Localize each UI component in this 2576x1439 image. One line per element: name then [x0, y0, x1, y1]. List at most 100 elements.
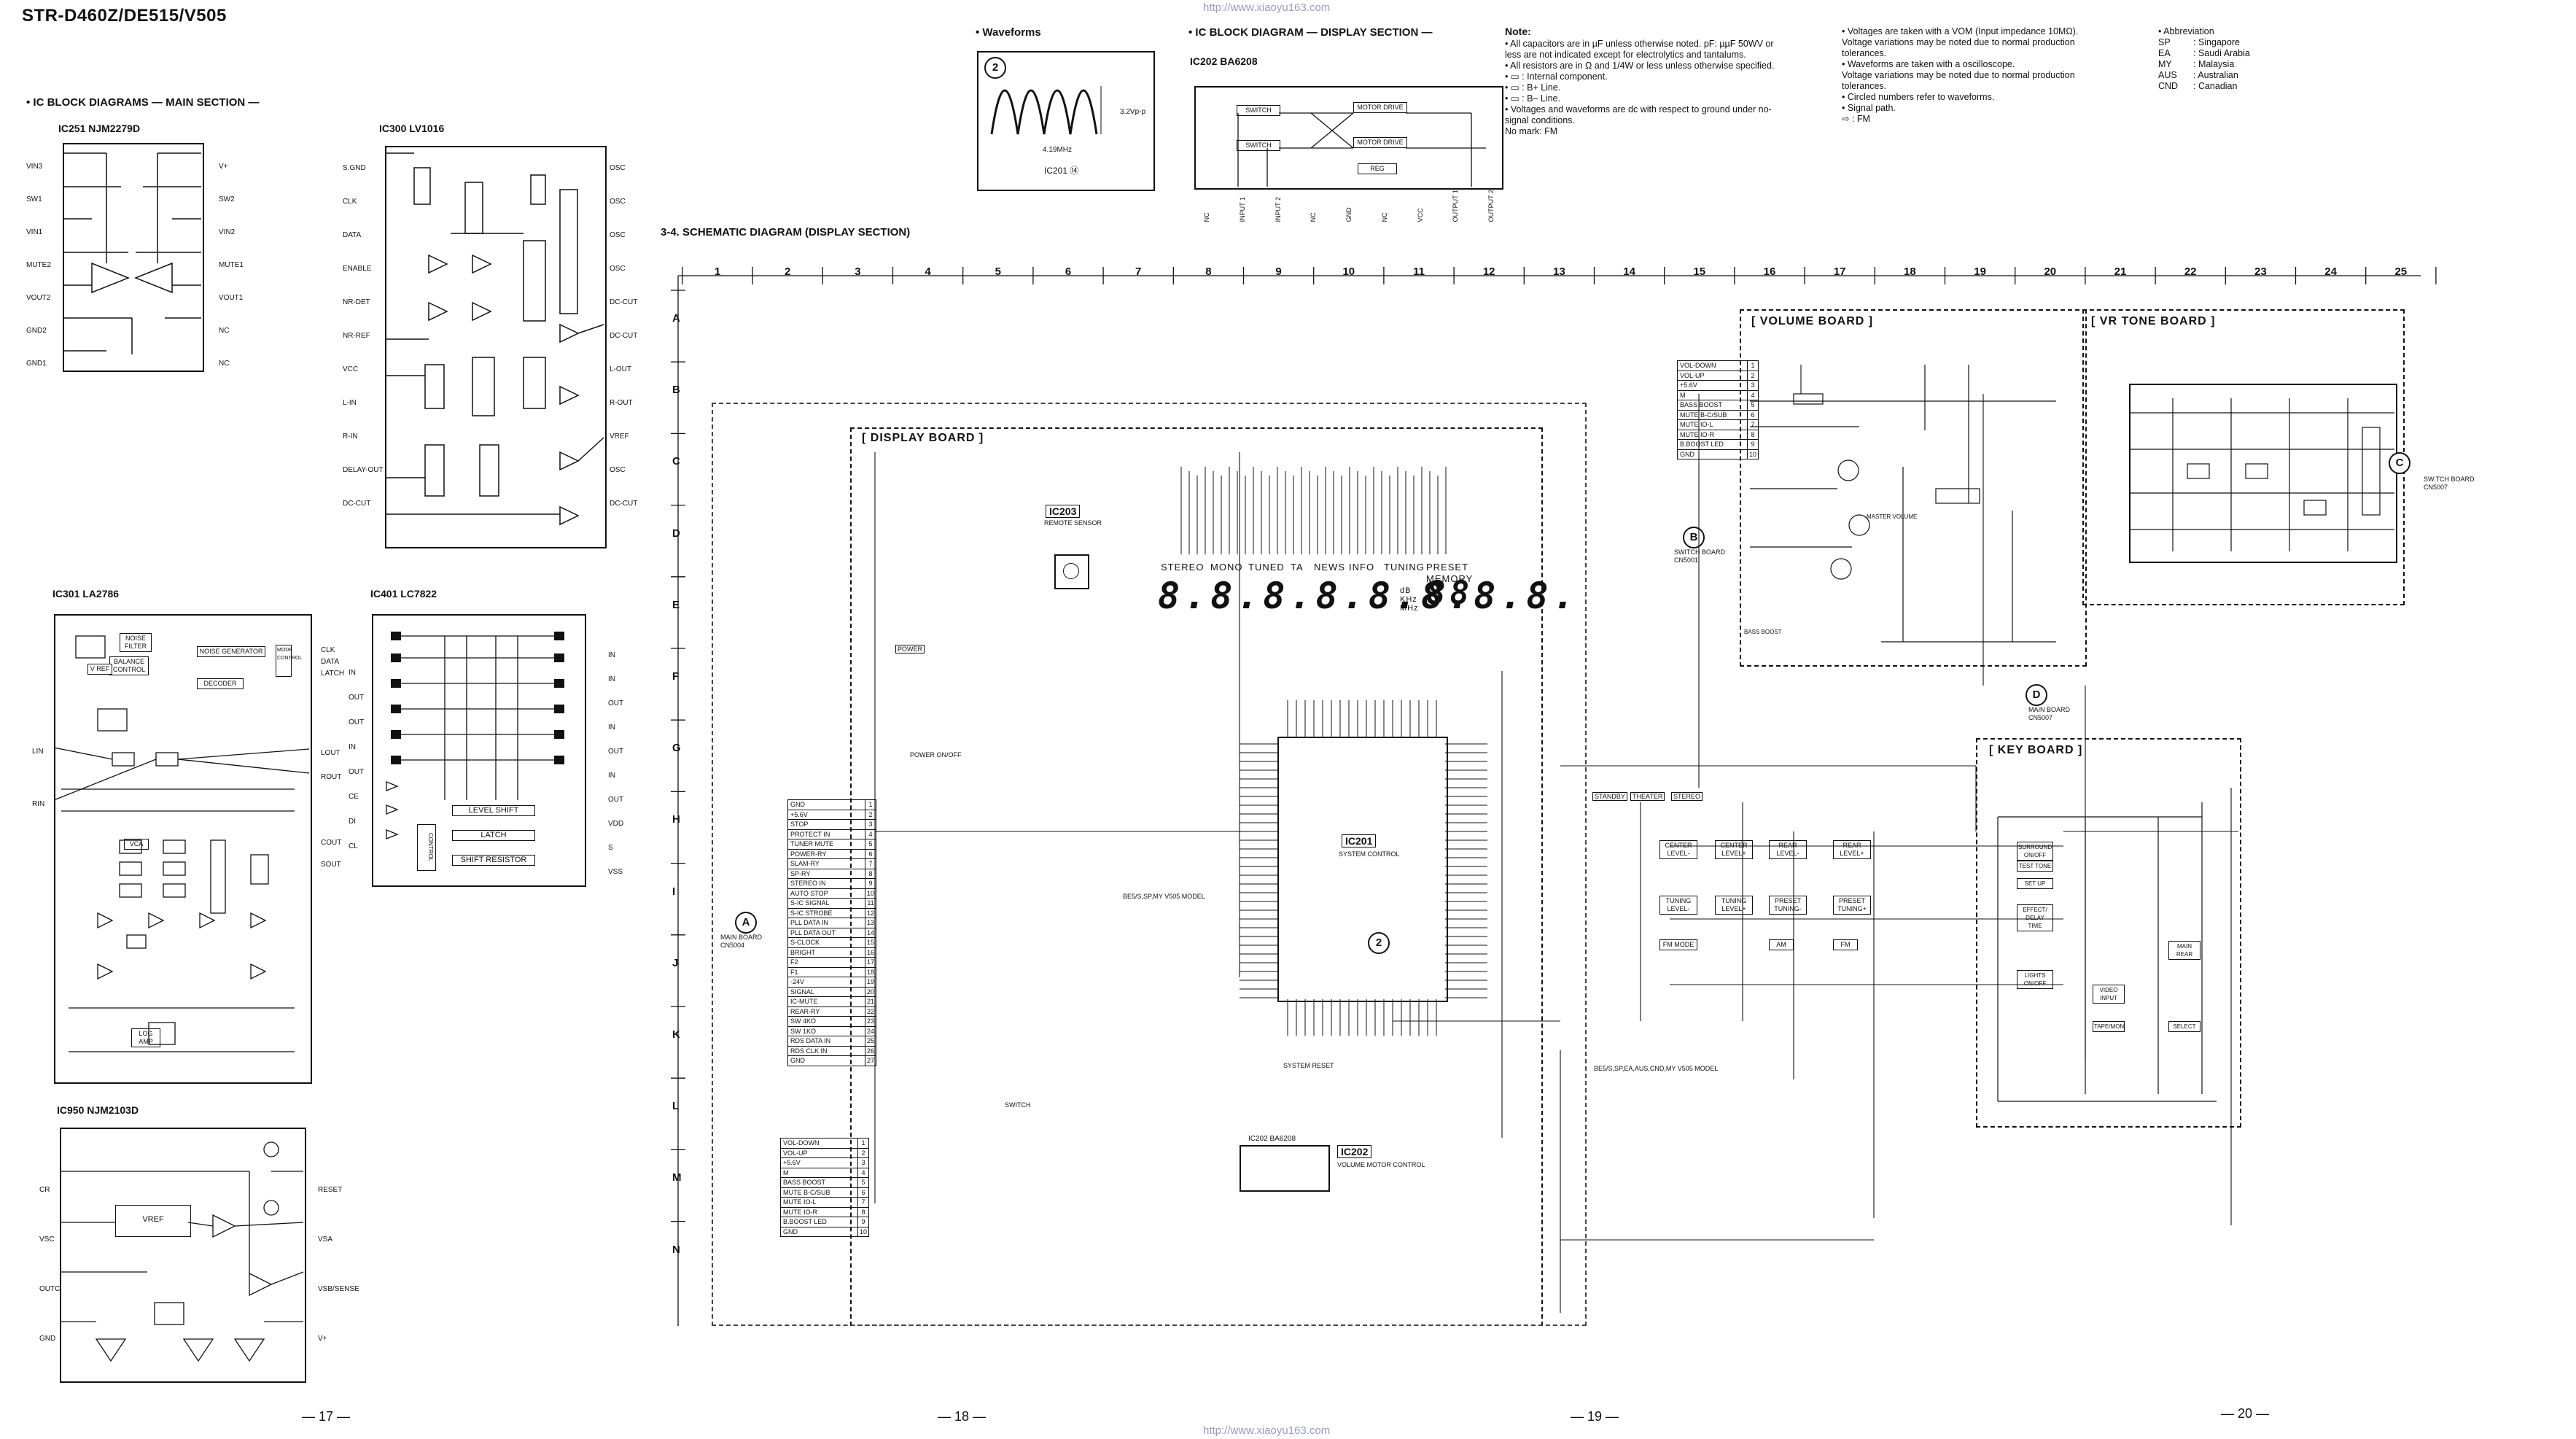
key-surround[interactable]: SURROUND ON/OFF — [2017, 842, 2053, 861]
connector-d-marker[interactable]: D — [2026, 684, 2047, 706]
ic950-pins-left: CR VSC OUTC GND — [39, 1165, 60, 1364]
connector-b-marker[interactable]: B — [1683, 527, 1705, 548]
abbreviation-row: MY: Malaysia — [2158, 59, 2304, 70]
schematic-column-number: 21 — [2114, 265, 2127, 278]
connector-pin-number: 8 — [865, 869, 876, 878]
connector-pin-label: S-CLOCK — [790, 939, 820, 946]
key-board-outline — [1976, 738, 2241, 1128]
ic301-pin-lout: LOUT — [321, 749, 341, 757]
ic300-pin: DELAY-OUT — [343, 466, 384, 474]
connector-d-desc-line: MAIN BOARD — [2028, 706, 2071, 713]
ic203-desc: REMOTE SENSOR — [1044, 519, 1102, 527]
ic202-label: IC202 — [1337, 1145, 1372, 1158]
key-lights[interactable]: LIGHTS ON/OFF — [2017, 970, 2053, 989]
ic301-label: IC301 LA2786 — [52, 588, 120, 600]
key-fm-mode[interactable]: FM MODE — [1659, 939, 1697, 950]
schematic-row-letter: J — [672, 956, 679, 969]
ic300-pin: DC-CUT — [610, 332, 638, 340]
key-preset-tuning-minus[interactable]: PRESET TUNING- — [1769, 896, 1807, 915]
schematic-column-number: 11 — [1413, 265, 1425, 278]
schematic-column-number: 19 — [1974, 265, 1986, 278]
ic401-pin: OUT — [349, 718, 365, 726]
key-am[interactable]: AM — [1769, 939, 1794, 950]
key-effect-delay[interactable]: EFFECT/ DELAY TIME — [2017, 904, 2053, 931]
connector-c-marker[interactable]: C — [2389, 452, 2410, 474]
connector-pin-number: 2 — [865, 810, 876, 819]
ic300-pins-left: S.GND CLK DATA ENABLE NR-DET NR-REF VCC … — [343, 152, 384, 521]
schematic-grid-frame — [671, 267, 2437, 1326]
connector-pin-label: B.BOOST LED — [783, 1218, 827, 1225]
key-test-tone[interactable]: TEST TONE — [2017, 861, 2053, 872]
abbr-code: SP — [2158, 37, 2171, 47]
ic300-pin: OSC — [610, 164, 626, 172]
display-board-label: [ DISPLAY BOARD ] — [857, 432, 989, 445]
ic251-pin: VIN2 — [219, 228, 236, 236]
ic251-block — [63, 143, 204, 372]
key-tuning-level-minus[interactable]: TUNING LEVEL- — [1659, 896, 1697, 915]
ic301-pin: DATA — [321, 658, 340, 666]
connector-pin-number: 1 — [865, 800, 876, 810]
fl-ind: TUNED — [1248, 562, 1285, 573]
url-bottom[interactable]: http://www.xiaoyu163.com — [1203, 1424, 1331, 1437]
ic251-pin: SW2 — [219, 195, 235, 203]
key-preset-tuning-plus[interactable]: PRESET TUNING+ — [1833, 896, 1871, 915]
key-set-up[interactable]: SET UP — [2017, 878, 2053, 889]
url-top[interactable]: http://www.xiaoyu163.com — [1203, 1, 1331, 14]
abbr-code: EA — [2158, 48, 2171, 58]
key-rear-level-minus[interactable]: REAR LEVEL- — [1769, 840, 1807, 859]
schematic-column-number: 17 — [1833, 265, 1846, 278]
note-line: • ▭ : B+ Line. — [1505, 82, 1561, 93]
ic251-pin: VOUT1 — [219, 294, 244, 302]
connector-pin-label: POWER-RY — [790, 850, 827, 858]
abbreviation-title: • Abbreviation — [2158, 26, 2214, 36]
ic300-pin: ENABLE — [343, 265, 372, 273]
note-line: • Circled numbers refer to waveforms. — [1842, 92, 1995, 102]
connector-pin-number: 11 — [865, 899, 876, 908]
ic401-pin: CE — [349, 793, 359, 801]
key-video-input[interactable]: VIDEO INPUT — [2093, 985, 2125, 1004]
key-tuning-level-plus[interactable]: TUNING LEVEL+ — [1715, 896, 1753, 915]
display-board-trace-frame — [712, 403, 1587, 1326]
ic301-vca: VCA — [124, 839, 149, 850]
key-main-rear[interactable]: MAIN REAR — [2168, 941, 2201, 960]
ic251-pin: GND2 — [26, 327, 47, 335]
key-rear-level-plus[interactable]: REAR LEVEL+ — [1833, 840, 1871, 859]
connector-pin-number: 22 — [865, 1006, 876, 1016]
ic202-pin: INPUT 1 — [1238, 197, 1246, 222]
key-tape-mon[interactable]: TAPE/MON — [2093, 1021, 2125, 1032]
key-fm[interactable]: FM — [1833, 939, 1858, 950]
key-center-level-minus[interactable]: CENTER LEVEL- — [1659, 840, 1697, 859]
connector-a-marker[interactable]: A — [735, 912, 757, 934]
ic202-desc: VOLUME MOTOR CONTROL — [1337, 1161, 1425, 1168]
vr-tone-circuit — [2129, 398, 2394, 551]
connector-pin-label: AUTO STOP — [790, 889, 828, 897]
ic301-pin-cout: COUT — [321, 839, 342, 847]
ic950-pin: RESET — [318, 1186, 343, 1194]
connector-pin-label: REAR-RY — [790, 1007, 820, 1015]
schematic-row-letter: H — [672, 813, 680, 826]
ic202-pin: GND — [1345, 207, 1353, 222]
waveform-number: 2 — [984, 57, 1006, 79]
ic301-noise-generator: NOISE GENERATOR — [197, 646, 265, 657]
connector-pin-label: RDS CLK IN — [790, 1047, 828, 1055]
notes-block: Note: • All capacitors are in µF unless … — [1505, 26, 1811, 137]
schematic-column-number: 25 — [2394, 265, 2408, 278]
ic300-pin: DATA — [343, 231, 362, 239]
theater-led-label: THEATER — [1630, 792, 1665, 801]
ic201-label: IC201 — [1342, 834, 1377, 848]
document-title: STR-D460Z/DE515/V505 — [22, 6, 227, 26]
connector-pin-label: VOL-UP — [783, 1149, 808, 1157]
key-center-level-plus[interactable]: CENTER LEVEL+ — [1715, 840, 1753, 859]
key-select[interactable]: SELECT — [2168, 1021, 2201, 1032]
ic202-pin: NC — [1310, 212, 1318, 222]
connector-pin-number: 4 — [1747, 390, 1758, 400]
fl-ind: INFO — [1349, 562, 1375, 573]
ic301-mode-control: MODE CONTROL — [276, 645, 302, 677]
